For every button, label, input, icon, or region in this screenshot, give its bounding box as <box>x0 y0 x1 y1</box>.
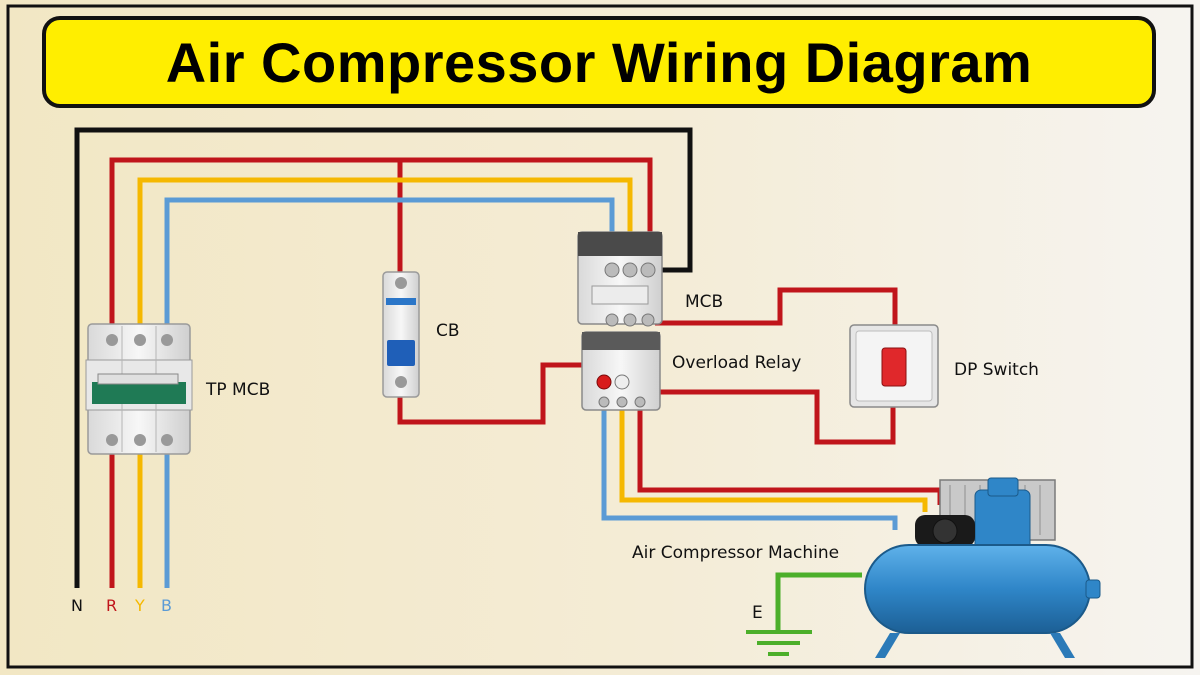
cb-device <box>382 271 420 398</box>
phase-label-y: Y <box>135 596 145 615</box>
phase-label-n: N <box>71 596 83 615</box>
label-earth: E <box>752 603 763 623</box>
air-compressor-device <box>864 477 1101 658</box>
label-overload-relay: Overload Relay <box>672 353 802 373</box>
tp-mcb-device <box>85 323 193 455</box>
phase-label-b: B <box>161 596 172 615</box>
blue-wire-supply <box>164 197 615 335</box>
red-wire-cb-out <box>397 362 630 425</box>
contactor-device <box>577 231 663 327</box>
label-tp-mcb: TP MCB <box>206 380 271 400</box>
label-mcb: MCB <box>685 292 724 312</box>
phase-label-r: R <box>106 596 118 615</box>
blue-wire-motor <box>601 407 898 530</box>
red-wire-control-a <box>655 287 898 327</box>
dp-switch-device <box>849 324 939 408</box>
label-air-compressor: Air Compressor Machine <box>632 543 840 563</box>
earth-wire <box>775 572 862 630</box>
neutral-wire <box>74 127 693 588</box>
title-banner: Air Compressor Wiring Diagram <box>42 16 1156 108</box>
earth-symbol <box>746 630 812 656</box>
yellow-wire-supply <box>137 177 633 335</box>
label-dp-switch: DP Switch <box>954 360 1039 380</box>
red-wire-supply <box>109 157 653 335</box>
red-wire-control-b <box>632 389 896 445</box>
label-cb: CB <box>436 321 460 341</box>
outer-frame <box>6 4 1194 669</box>
wires <box>74 127 943 630</box>
page-title: Air Compressor Wiring Diagram <box>165 30 1033 94</box>
overload-relay-device <box>581 331 661 411</box>
yellow-wire-motor <box>619 407 928 512</box>
